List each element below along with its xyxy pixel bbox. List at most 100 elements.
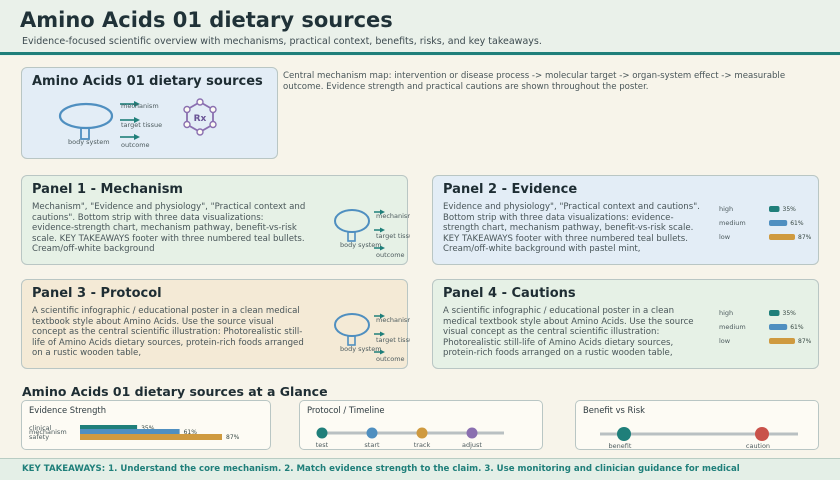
panel-2-text: Evidence and physiology", "Practical con… <box>443 202 700 254</box>
bar-value: 87% <box>226 434 240 441</box>
timeline-step-dot <box>466 427 478 439</box>
panel-3-title: Panel 3 - Protocol <box>32 286 162 301</box>
glance-title: Amino Acids 01 dietary sources at a Glan… <box>22 384 328 399</box>
bar <box>769 310 780 316</box>
bar-value: 87% <box>798 234 812 241</box>
panel-3-mechanism-label: mechanism <box>376 316 410 324</box>
hero-mechanism-diagram: body system mechanism target tissue outc… <box>58 98 217 149</box>
timeline-step-label: adjust <box>462 441 482 449</box>
bar-value: 61% <box>790 220 804 227</box>
arrow-icon <box>374 227 385 233</box>
timeline-step-dot <box>416 427 428 439</box>
protocol-timeline: Protocol / Timeline test start track adj… <box>299 400 543 450</box>
rx-label: Rx <box>194 114 207 124</box>
bar-value: 35% <box>783 310 797 317</box>
hero-description: Central mechanism map: intervention or d… <box>283 71 786 92</box>
bar <box>80 429 180 435</box>
panel-1-body-label: body system <box>340 241 382 249</box>
arrow-icon <box>374 331 385 337</box>
bar-label: mechanism <box>29 428 67 436</box>
benefit-vs-risk-title: Benefit vs Risk <box>583 405 645 415</box>
body-system-shape <box>334 313 370 337</box>
body-system-stem <box>347 335 356 346</box>
timeline-step-label: start <box>364 441 380 449</box>
body-system-shape <box>334 209 370 233</box>
bar <box>769 206 780 212</box>
timeline-step-dot <box>316 427 328 439</box>
bar-label: medium <box>719 219 746 227</box>
timeline-step-label: test <box>316 441 329 449</box>
arrow-icon <box>374 209 385 215</box>
hero-body-label: body system <box>68 138 110 146</box>
arrow-icon <box>374 313 385 319</box>
evidence-strength-chart: Evidence Strength clinical 35% mechanism… <box>21 400 271 450</box>
panel-protocol: Panel 3 - Protocol A scientific infograp… <box>21 279 410 369</box>
panel-1-diagram: body system mechanism target tissue outc… <box>334 209 410 259</box>
bar <box>769 338 795 344</box>
bar-label: low <box>719 233 731 241</box>
page-title: Amino Acids 01 dietary sources <box>20 8 393 32</box>
panel-4-text: A scientific infographic / educational p… <box>443 306 694 358</box>
panel-mechanism: Panel 1 - Mechanism Mechanism", "Evidenc… <box>21 175 410 265</box>
arrow-icon <box>120 101 140 107</box>
timeline-graphic: test start track adjust <box>316 427 504 449</box>
bar-label: medium <box>719 323 746 331</box>
bar <box>769 234 795 240</box>
panel-4-bars: high 35% medium 61% low 87% <box>719 309 812 345</box>
panel-1-target-label: target tissue <box>376 232 410 240</box>
caution-dot <box>755 427 769 441</box>
molecule-ring-icon <box>183 98 217 136</box>
hero-target-label: target tissue <box>121 121 162 129</box>
arrow-icon <box>374 349 385 355</box>
body-system-stem <box>80 127 90 140</box>
key-takeaways-text: KEY TAKEAWAYS: 1. Understand the core me… <box>22 464 740 474</box>
arrow-icon <box>374 245 385 251</box>
evidence-strength-title: Evidence Strength <box>29 405 106 415</box>
hero-card: Amino Acids 01 dietary sources body syst… <box>21 67 278 159</box>
benefit-label: benefit <box>609 442 632 449</box>
bar-label: low <box>719 337 731 345</box>
bar-value: 35% <box>783 206 797 213</box>
bar-label: high <box>719 309 733 317</box>
bar-label: clinical <box>29 424 52 432</box>
arrow-icon <box>120 117 140 123</box>
panel-4-title: Panel 4 - Cautions <box>443 286 576 301</box>
timeline-step-dot <box>366 427 378 439</box>
panel-cautions: Panel 4 - Cautions A scientific infograp… <box>432 279 819 369</box>
bar <box>769 220 788 226</box>
protocol-timeline-title: Protocol / Timeline <box>307 405 385 415</box>
key-takeaways-footer: KEY TAKEAWAYS: 1. Understand the core me… <box>0 458 840 480</box>
panel-2-bars: high 35% medium 61% low 87% <box>719 205 812 241</box>
caution-label: caution <box>746 442 770 449</box>
panel-3-body-label: body system <box>340 345 382 353</box>
bar-label: high <box>719 205 733 213</box>
benefit-vs-risk-scale: Benefit vs Risk benefit caution <box>575 400 819 450</box>
bar-value: 87% <box>798 338 812 345</box>
bar-label: safety <box>29 433 49 441</box>
hero-title: Amino Acids 01 dietary sources <box>32 74 263 89</box>
panel-3-diagram: body system mechanism target tissue outc… <box>334 313 410 363</box>
bar-value: 35% <box>141 425 155 432</box>
header-band <box>0 0 840 56</box>
header-divider <box>0 52 840 55</box>
panel-1-mechanism-label: mechanism <box>376 212 410 220</box>
hero-mechanism-label: mechanism <box>121 102 159 110</box>
panel-3-text: A scientific infographic / educational p… <box>32 306 304 358</box>
bar-value: 61% <box>184 429 198 436</box>
bar <box>80 425 138 431</box>
panel-1-outcome-label: outcome <box>376 251 405 259</box>
evidence-strength-bars: clinical 35% mechanism 61% safety 87% <box>29 424 240 441</box>
body-system-stem <box>347 231 356 242</box>
benefit-risk-graphic: benefit caution <box>600 427 798 449</box>
panel-evidence: Panel 2 - Evidence Evidence and physiolo… <box>432 175 819 265</box>
panel-1-text: Mechanism", "Evidence and physiology", "… <box>32 202 306 254</box>
body-system-shape <box>58 102 114 130</box>
arrow-icon <box>120 134 140 140</box>
bar <box>769 324 788 330</box>
bar-value: 61% <box>790 324 804 331</box>
panel-1-title: Panel 1 - Mechanism <box>32 182 183 197</box>
benefit-dot <box>617 427 631 441</box>
panel-2-title: Panel 2 - Evidence <box>443 182 578 197</box>
page-subtitle: Evidence-focused scientific overview wit… <box>22 36 542 47</box>
hero-outcome-label: outcome <box>121 141 150 149</box>
